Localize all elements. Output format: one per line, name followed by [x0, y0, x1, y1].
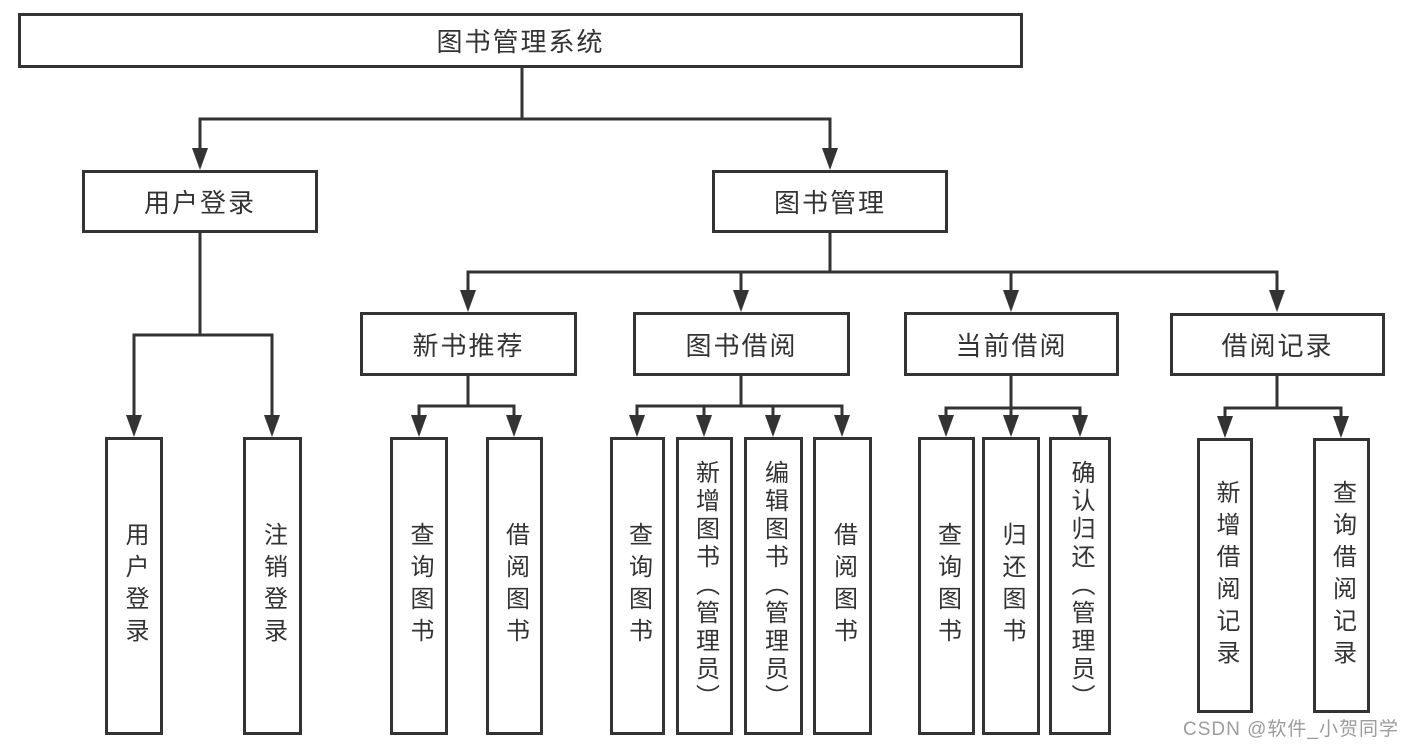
- leaf-box-query-books-2: 查询图书: [610, 437, 665, 735]
- leaf-label: 归还图书: [998, 522, 1025, 650]
- leaf-box-edit-books-admin: 编辑图书（管理员）: [744, 437, 803, 735]
- node-box-book-management: 图书管理: [712, 170, 948, 233]
- leaf-label: 新增借阅记录: [1212, 479, 1239, 672]
- node-label: 用户登录: [143, 188, 256, 218]
- leaf-box-query-books-1: 查询图书: [390, 437, 448, 735]
- leaf-label: 新增图书（管理员）: [691, 460, 719, 712]
- leaf-label: 用户登录: [121, 522, 148, 650]
- node-box-book-borrowing: 图书借阅: [633, 312, 850, 376]
- leaf-box-borrow-books-1: 借阅图书: [486, 437, 543, 735]
- leaf-label: 借阅图书: [501, 522, 529, 650]
- leaf-box-logout: 注销登录: [243, 437, 302, 735]
- leaf-label: 查询图书: [624, 522, 652, 650]
- node-label: 图书管理系统: [436, 27, 605, 57]
- node-box-borrowing-records: 借阅记录: [1170, 313, 1385, 376]
- node-label: 新书推荐: [412, 330, 525, 361]
- node-label: 图书管理: [773, 188, 886, 218]
- node-box-current-borrowing: 当前借阅: [904, 312, 1119, 376]
- leaf-label: 编辑图书（管理员）: [760, 460, 788, 712]
- node-box-new-book-recommend: 新书推荐: [360, 312, 577, 376]
- node-label: 当前借阅: [955, 330, 1068, 361]
- leaf-box-borrow-books-2: 借阅图书: [813, 437, 872, 735]
- leaf-label: 查询图书: [406, 522, 433, 650]
- leaf-label: 注销登录: [259, 522, 287, 650]
- leaf-label: 查询借阅记录: [1328, 479, 1356, 672]
- node-box-user-login: 用户登录: [82, 170, 318, 233]
- leaf-box-return-books: 归还图书: [982, 437, 1040, 735]
- node-label: 借阅记录: [1221, 331, 1334, 361]
- leaf-label: 查询图书: [933, 522, 961, 650]
- csdn-watermark: CSDN @软件_小贺同学: [1183, 719, 1399, 740]
- leaf-box-user-login: 用户登录: [105, 437, 163, 735]
- leaf-box-add-books-admin: 新增图书（管理员）: [676, 437, 733, 735]
- leaf-label: 借阅图书: [829, 522, 857, 650]
- leaf-box-query-books-3: 查询图书: [918, 437, 975, 735]
- leaf-label: 确认归还（管理员）: [1067, 460, 1094, 712]
- leaf-box-query-borrow-record: 查询借阅记录: [1313, 438, 1370, 713]
- node-box-library-system: 图书管理系统: [18, 13, 1023, 68]
- leaf-box-confirm-return-admin: 确认归还（管理员）: [1049, 437, 1111, 735]
- arrowheads: [126, 148, 1349, 438]
- leaf-box-add-borrow-record: 新增借阅记录: [1197, 438, 1253, 713]
- node-label: 图书借阅: [685, 330, 798, 361]
